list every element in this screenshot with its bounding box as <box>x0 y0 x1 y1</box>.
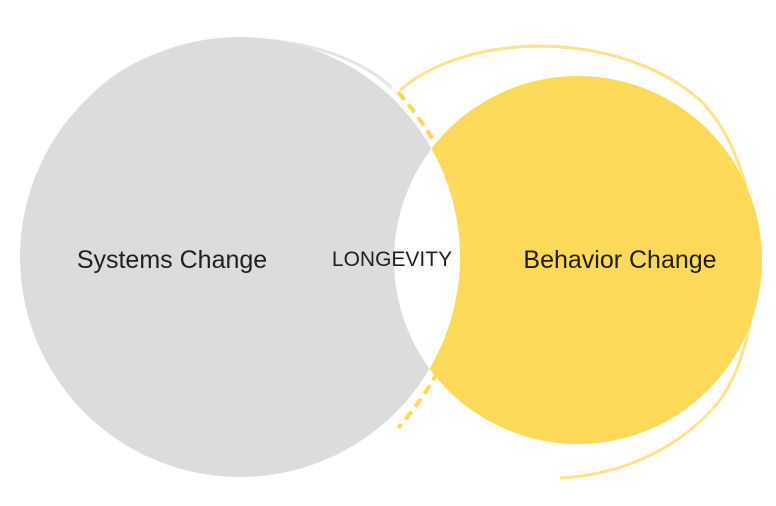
systems-change-circle <box>20 37 460 477</box>
behavior-change-circle <box>394 76 762 444</box>
behavior-change-label: Behavior Change <box>523 246 716 274</box>
longevity-label: LONGEVITY <box>332 248 452 271</box>
systems-change-label: Systems Change <box>77 246 267 274</box>
